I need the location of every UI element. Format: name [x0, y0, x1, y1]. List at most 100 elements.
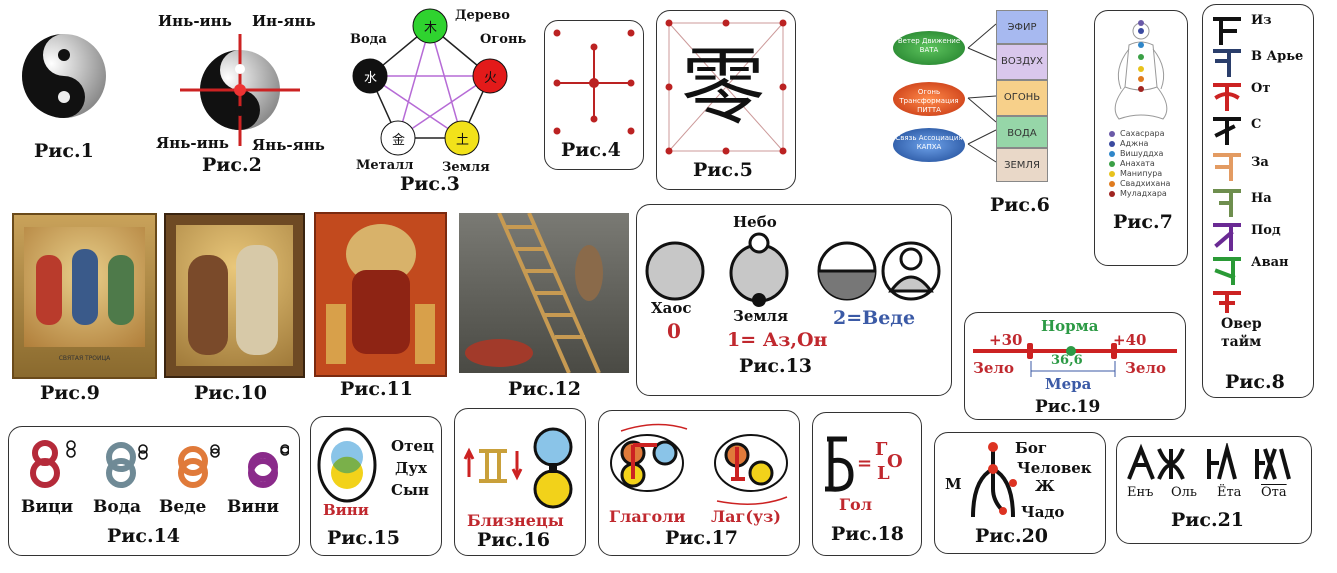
fig19-norm-label: Норма	[1041, 317, 1099, 335]
fig16-twins-symbol	[463, 427, 573, 509]
dosha-vata: Ветер Движение ВАТА	[893, 31, 965, 65]
fig18-equals: =	[857, 453, 873, 474]
fig20-human: Человек	[1017, 459, 1092, 477]
fig12-caption: Рис.12	[508, 378, 582, 400]
fig13-earth-label: Земля	[733, 307, 789, 325]
chakra-name: Аджна	[1120, 139, 1149, 148]
fig4-grid	[553, 29, 635, 135]
fig19-center-value: 36,6	[1051, 353, 1083, 368]
fig2-label-bl: Янь-инь	[156, 134, 229, 152]
fig13-chaos-label: Хаос	[651, 299, 692, 317]
fig8-label: За	[1251, 155, 1269, 170]
fig14-rings	[30, 440, 289, 488]
fig18-caption: Рис.18	[831, 523, 905, 545]
fig3-fire-char: 火	[484, 71, 498, 86]
fig2-label-tr: Ин-янь	[252, 12, 316, 30]
fig21-name-en: Енъ	[1127, 485, 1154, 500]
fig18-l: L	[877, 463, 890, 484]
fig8-signs	[1213, 17, 1241, 313]
fig3-water-char: 水	[364, 71, 378, 86]
fig16-panel: Близнецы Рис.16	[454, 408, 586, 556]
fig6-caption: Рис.6	[990, 194, 1050, 216]
fig15-venn	[317, 427, 377, 503]
fig15-spirit: Дух	[395, 459, 427, 477]
chakra-legend-item: Аджна	[1109, 139, 1148, 148]
fig8-label: Под	[1251, 223, 1281, 238]
fig7-caption: Рис.7	[1113, 211, 1173, 233]
fig14-caption: Рис.14	[107, 525, 181, 547]
fig20-zh: Ж	[1035, 477, 1055, 495]
fig19-scale	[973, 343, 1177, 377]
fig8-label: На	[1251, 191, 1272, 206]
icon-trinity-image: СВЯТАЯ ТРОИЦА	[12, 213, 157, 379]
fig3-water-label: Вода	[350, 32, 387, 47]
fig20-child: Чадо	[1021, 503, 1065, 521]
fig5-glyph: 零	[681, 38, 766, 136]
element-ether: ЭФИР	[996, 10, 1048, 44]
fig1-caption: Рис.1	[34, 140, 94, 162]
fig19-zelo-left: Зело	[973, 359, 1014, 377]
dosha-kapha: Связь Ассоциация КАПХА	[893, 128, 965, 162]
fig13-sky-label: Небо	[733, 213, 777, 231]
element-air: ВОЗДУХ	[996, 44, 1048, 80]
fig3-earth-char: 土	[456, 133, 470, 148]
fig3-metal-char: 金	[392, 133, 406, 148]
chakra-legend-item: Муладхара	[1109, 189, 1167, 198]
fig17-caption: Рис.17	[665, 527, 739, 549]
fig18-o: O	[887, 451, 903, 472]
chakra-name: Муладхара	[1120, 189, 1167, 198]
fig2-label-br: Янь-янь	[252, 136, 325, 154]
fig15-caption: Рис.15	[327, 527, 401, 549]
fig21-name-ol: Оль	[1171, 485, 1197, 500]
fig13-two: 2=Веде	[833, 307, 916, 329]
fig3-caption: Рис.3	[400, 173, 460, 195]
chakra-name: Сахасрара	[1120, 129, 1165, 138]
fig14-label-vini: Вини	[227, 497, 280, 517]
chakra-color-dot	[1109, 180, 1115, 187]
chakra-color-dot	[1109, 170, 1115, 177]
fig3-wood-label: Дерево	[455, 8, 510, 23]
chakra-color-dot	[1109, 150, 1115, 157]
element-water: ВОДА	[996, 116, 1048, 148]
chakra-name: Вишуддха	[1120, 149, 1164, 158]
fig21-letters	[1127, 443, 1291, 480]
chakra-color-dot	[1109, 190, 1115, 197]
fig20-god: Бог	[1015, 439, 1048, 457]
fig8-label: Из	[1251, 13, 1272, 28]
chakra-color-dot	[1109, 160, 1115, 167]
fig20-caption: Рис.20	[975, 525, 1049, 547]
fig18-letter	[825, 436, 854, 492]
fig8-label: В Арье	[1251, 49, 1304, 64]
fig5-grid	[665, 19, 787, 155]
yin-yang-symbol	[22, 34, 106, 118]
fig3-wood-char: 木	[424, 21, 438, 36]
fig21-name-ota: Ота	[1261, 485, 1287, 500]
fig15-father: Отец	[391, 437, 434, 455]
fig8-caption: Рис.8	[1225, 371, 1285, 393]
icon-two-figures-image	[164, 213, 305, 378]
fig8-label: Овер тайм	[1221, 316, 1262, 350]
yin-yang-cross-diagram	[180, 34, 300, 146]
chakra-legend-item: Свадхихана	[1109, 179, 1170, 188]
element-earth: ЗЕМЛЯ	[996, 148, 1048, 182]
five-elements-diagram	[352, 8, 508, 156]
fig14-label-vitsi: Вици	[21, 497, 74, 517]
fig18-g: Г	[875, 439, 888, 460]
fig19-mera-label: Мера	[1045, 375, 1092, 393]
fig8-label: С	[1251, 117, 1262, 132]
icon-enthroned-image	[314, 212, 447, 377]
chakra-color-dot	[1109, 130, 1115, 137]
fig5-caption: Рис.5	[693, 159, 753, 181]
chakra-name: Свадхихана	[1120, 179, 1171, 188]
fig4-panel: Рис.4	[544, 20, 644, 170]
fig15-vini: Вини	[323, 501, 369, 519]
fig14-panel: Вици Вода Веде Вини Рис.14	[8, 426, 300, 556]
fig17-panel: Глаголи Лаг(уз) Рис.17	[598, 410, 800, 556]
chakra-legend-item: Манипура	[1109, 169, 1162, 178]
chakra-legend-item: Анахата	[1109, 159, 1155, 168]
chakra-legend-item: Вишуддха	[1109, 149, 1163, 158]
fig17-left-label: Глаголи	[609, 507, 686, 526]
dosha-arrows	[967, 23, 997, 163]
